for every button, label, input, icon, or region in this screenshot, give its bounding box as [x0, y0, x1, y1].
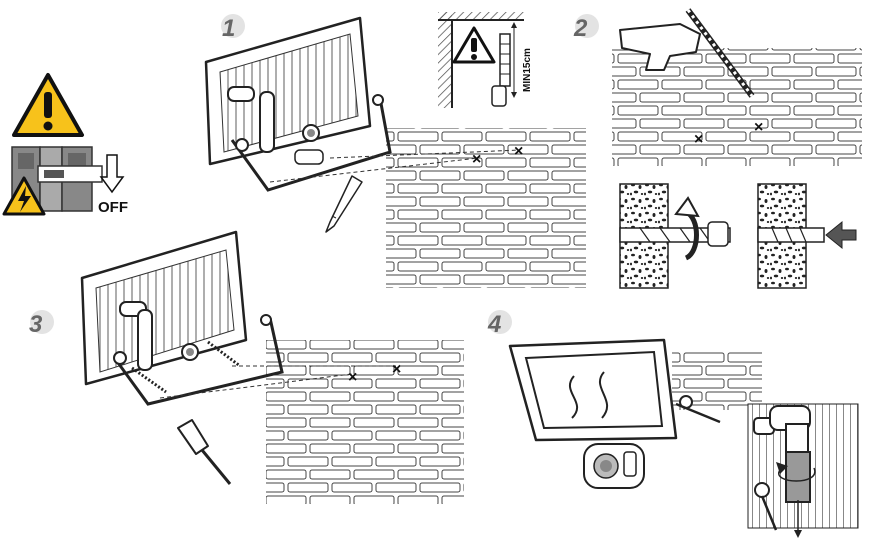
push-arrow-icon — [825, 220, 857, 250]
power-off-label: OFF — [98, 199, 128, 216]
step-4-number: 4 — [487, 311, 501, 338]
drill-mark: × — [472, 151, 481, 168]
floodlight-back — [80, 230, 248, 386]
brick-wall — [266, 340, 464, 504]
floodlight-front — [508, 338, 721, 442]
step-1-badge: 1 — [221, 14, 245, 42]
step-2-panel: 2 × × — [573, 8, 862, 289]
step-2-badge: 2 — [573, 14, 599, 42]
warning-triangle-icon — [452, 26, 496, 64]
circuit-breaker-icon — [11, 146, 103, 212]
pencil-icon — [325, 175, 363, 233]
warning-panel: OFF — [2, 73, 128, 216]
lightning-warning-icon — [2, 176, 46, 216]
mounting-bracket — [230, 94, 392, 192]
min-distance-label: MIN15cm — [522, 48, 533, 92]
tighten-arrow-icon — [776, 462, 816, 482]
arrow-down-icon — [99, 154, 125, 194]
step-4-panel: 4 — [487, 310, 859, 538]
step-3-number: 3 — [29, 311, 43, 338]
wall-section-dowel — [757, 183, 857, 289]
drill-mark: × — [694, 131, 703, 148]
cable-gland-detail — [747, 403, 859, 538]
step-3-panel: 3 × × — [29, 230, 464, 504]
step-1-panel: 1 × × — [204, 12, 586, 288]
screw-icon — [131, 340, 241, 394]
warning-triangle-icon — [12, 73, 84, 137]
drill-icon — [619, 8, 755, 98]
min-distance-inset: MIN15cm — [438, 12, 533, 108]
floodlight-back — [204, 16, 372, 166]
drill-mark: × — [514, 143, 523, 160]
wall-section-drilling — [619, 183, 731, 289]
alignment-lines — [159, 365, 396, 399]
drill-mark: × — [754, 119, 763, 136]
brick-wall — [386, 128, 586, 288]
step-2-number: 2 — [573, 15, 588, 42]
step-4-badge: 4 — [487, 310, 512, 338]
step-3-badge: 3 — [29, 310, 54, 338]
rotation-arrow-icon — [674, 196, 700, 261]
alignment-lines — [269, 149, 521, 183]
drill-mark: × — [348, 369, 357, 386]
mounting-bracket — [113, 314, 284, 406]
screwdriver-icon — [177, 419, 232, 485]
drill-mark: × — [392, 361, 401, 378]
step-1-number: 1 — [222, 15, 235, 42]
motion-sensor — [583, 443, 645, 489]
